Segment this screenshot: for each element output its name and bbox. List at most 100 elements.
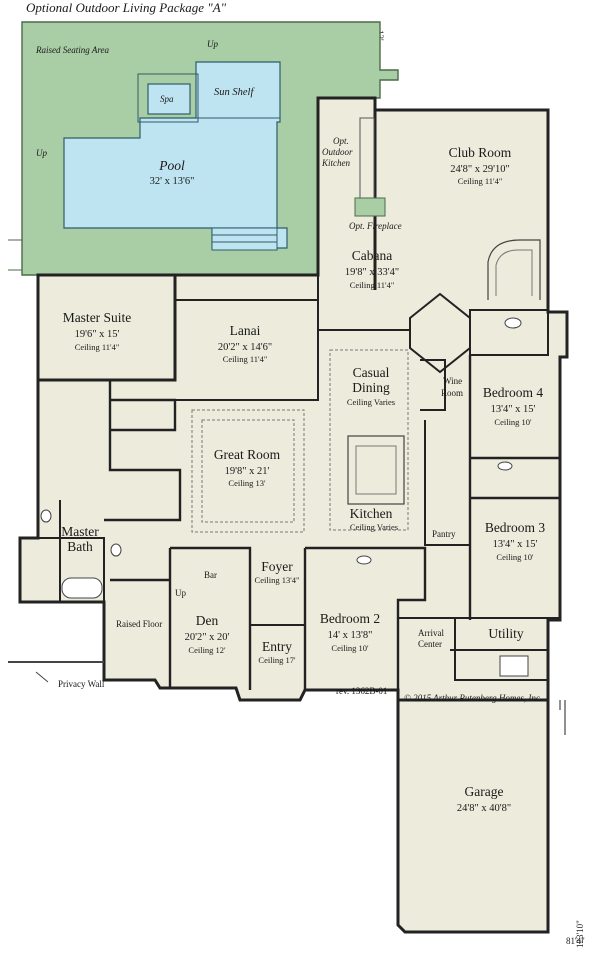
sink-3-icon [497, 461, 513, 471]
utility-walls [398, 617, 560, 681]
bedroom-3-name: Bedroom 3 [485, 520, 546, 535]
garage-dims: 24'8" x 40'8" [457, 803, 511, 814]
spa-label: Spa [160, 94, 174, 104]
den-name: Den [196, 613, 219, 628]
fireplace [354, 197, 386, 217]
foyer-name: Foyer [261, 559, 293, 574]
spa [147, 83, 191, 115]
master-sink-1-icon [40, 509, 52, 523]
garage-ext-dim [559, 700, 566, 735]
garage-name: Garage [465, 784, 504, 799]
raised-floor-label: Raised Floor [116, 619, 162, 629]
wine-room-label2: Room [441, 388, 463, 398]
pool [63, 61, 288, 249]
room-bedroom-2: Bedroom 2 14' x 13'8" Ceiling 10' [320, 611, 380, 653]
room-kitchen: Kitchen Ceiling Varies [350, 506, 399, 532]
dimension-width: 81'4" [566, 936, 585, 946]
room-bedroom-4: Bedroom 4 13'4" x 15' Ceiling 10' [483, 385, 544, 427]
wine-room-label1: Wine [443, 376, 462, 386]
arrival-center-label2: Center [418, 639, 442, 649]
bedroom-walls-east [468, 355, 560, 620]
den-foyer-walls [110, 546, 307, 690]
sun-shelf-label: Sun Shelf [214, 87, 255, 98]
opt-kitchen-line2: Outdoor [322, 147, 353, 157]
room-foyer: Foyer Ceiling 13'4" [255, 559, 300, 585]
foyer-ceiling: Ceiling 13'4" [255, 575, 300, 585]
sink-2-icon [356, 555, 372, 565]
lanai-name: Lanai [230, 323, 261, 338]
kitchen-island-sink [355, 445, 397, 495]
up-label-top: Up [207, 39, 218, 49]
room-cabana: Cabana 19'8" x 33'4" Ceiling 11'4" [345, 248, 399, 290]
pool-label: Pool [158, 158, 185, 173]
master-bath-name2: Bath [67, 539, 93, 554]
dimension-depth: 123'10" [575, 920, 585, 948]
bathtub-icon [61, 577, 103, 599]
great-room-ceiling: Ceiling 13' [228, 478, 266, 488]
pool-steps [211, 227, 278, 251]
casual-tray [329, 349, 409, 531]
room-bedroom-3: Bedroom 3 13'4" x 15' Ceiling 10' [485, 520, 546, 562]
kitchen-name: Kitchen [350, 506, 393, 521]
privacy-wall-label: Privacy Wall [58, 679, 105, 689]
master-suite-dims: 19'6" x 15' [75, 329, 120, 340]
casual-dining-ceiling: Ceiling Varies [347, 397, 395, 407]
den-dims: 20'2" x 20' [185, 632, 230, 643]
raised-seating-label: Raised Seating Area [35, 45, 109, 55]
room-garage: Garage 24'8" x 40'8" [457, 784, 511, 814]
bedroom-2-dims: 14' x 13'8" [328, 630, 373, 641]
up-label-left: Up [36, 148, 47, 158]
bedroom-2-ceiling: Ceiling 10' [331, 643, 369, 653]
master-bath-walls [20, 500, 105, 602]
great-room-tray-inner [201, 419, 295, 523]
lanai-dims: 20'2" x 14'6" [218, 342, 272, 353]
room-club-room: Club Room 24'8" x 29'10" Ceiling 11'4" [449, 145, 512, 186]
casual-dining-name2: Dining [352, 380, 390, 395]
bar-label: Bar [204, 570, 217, 580]
bedroom-4-dims: 13'4" x 15' [491, 404, 536, 415]
utility-sink-icon [499, 655, 529, 677]
opt-kitchen-line3: Kitchen [321, 158, 350, 168]
room-casual-dining: Casual Dining Ceiling Varies [347, 365, 395, 407]
casual-dining-name1: Casual [353, 365, 390, 380]
pool-dims: 32' x 13'6" [150, 176, 195, 187]
plan-title: Optional Outdoor Living Package "A" [26, 0, 227, 15]
lanai-walls [175, 299, 319, 401]
cabana-ceiling: Ceiling 11'4" [350, 280, 395, 290]
revision-label: rev. 1362B-01 [336, 686, 387, 696]
great-room-tray [191, 409, 305, 533]
bedroom-3-dims: 13'4" x 15' [493, 539, 538, 550]
outdoor-steps [8, 239, 22, 271]
club-bar [487, 239, 541, 300]
privacy-wall-pointer [35, 671, 49, 683]
great-room-dims: 19'8" x 21' [225, 466, 270, 477]
club-room-name: Club Room [449, 145, 512, 160]
master-suite-ceiling: Ceiling 11'4" [75, 342, 120, 352]
bath-4 [469, 309, 549, 356]
room-den: Den 20'2" x 20' Ceiling 12' [185, 613, 230, 655]
pantry-label: Pantry [432, 529, 456, 539]
wine-room-walls [420, 359, 446, 411]
master-closet-walls [38, 378, 182, 522]
room-great-room: Great Room 19'8" x 21' Ceiling 13' [214, 447, 281, 488]
cabana-name: Cabana [352, 248, 392, 263]
cabana-dims: 19'8" x 33'4" [345, 267, 399, 278]
up-label-den: Up [175, 588, 186, 598]
club-room-dims: 24'8" x 29'10" [450, 164, 510, 175]
opt-kitchen-line1: Opt. [333, 136, 349, 146]
arrival-center-label1: Arrival [418, 628, 444, 638]
master-sink-2-icon [110, 543, 122, 557]
bedroom-4-name: Bedroom 4 [483, 385, 544, 400]
utility-name: Utility [488, 626, 524, 641]
master-suite-name: Master Suite [63, 310, 132, 325]
room-master-suite: Master Suite 19'6" x 15' Ceiling 11'4" [63, 310, 132, 352]
sink-4-icon [504, 317, 522, 329]
bedroom-2-name: Bedroom 2 [320, 611, 380, 626]
room-master-bath: Master Bath [61, 524, 99, 554]
copyright-label: © 2015 Arthur Rutenberg Homes, Inc. [404, 693, 542, 703]
den-ceiling: Ceiling 12' [188, 645, 226, 655]
great-room-name: Great Room [214, 447, 281, 462]
entry-name: Entry [262, 639, 292, 654]
